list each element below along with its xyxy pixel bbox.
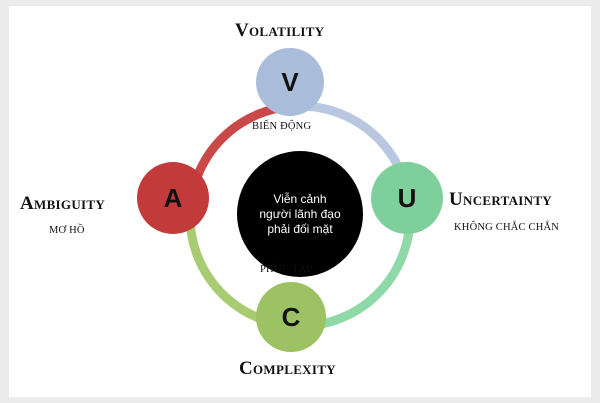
title-ambiguity: Ambiguity bbox=[20, 193, 106, 214]
center-text: Viễn cảnh người lãnh đạo phải đối mặt bbox=[259, 191, 341, 236]
diagram-frame: Viễn cảnh người lãnh đạo phải đối mặt V … bbox=[9, 6, 591, 397]
node-volatility: V bbox=[256, 48, 324, 116]
subtitle-volatility: BIẾN ĐỘNG bbox=[252, 121, 312, 132]
node-uncertainty: U bbox=[371, 162, 443, 234]
node-ambiguity: A bbox=[137, 162, 209, 234]
subtitle-ambiguity: MƠ HỒ bbox=[49, 225, 85, 236]
node-letter-a: A bbox=[163, 182, 183, 213]
subtitle-uncertainty: KHÔNG CHẮC CHẮN bbox=[454, 222, 560, 233]
title-uncertainty: Uncertainty bbox=[449, 189, 553, 210]
node-letter-v: V bbox=[281, 66, 299, 97]
node-letter-u: U bbox=[397, 182, 417, 213]
center-circle: Viễn cảnh người lãnh đạo phải đối mặt bbox=[237, 151, 363, 277]
title-complexity: Complexity bbox=[239, 358, 336, 379]
node-letter-c: C bbox=[281, 301, 301, 332]
subtitle-complexity: PHỨC TẠP bbox=[260, 264, 313, 275]
title-volatility: Volatility bbox=[235, 20, 325, 41]
node-complexity: C bbox=[256, 282, 326, 352]
